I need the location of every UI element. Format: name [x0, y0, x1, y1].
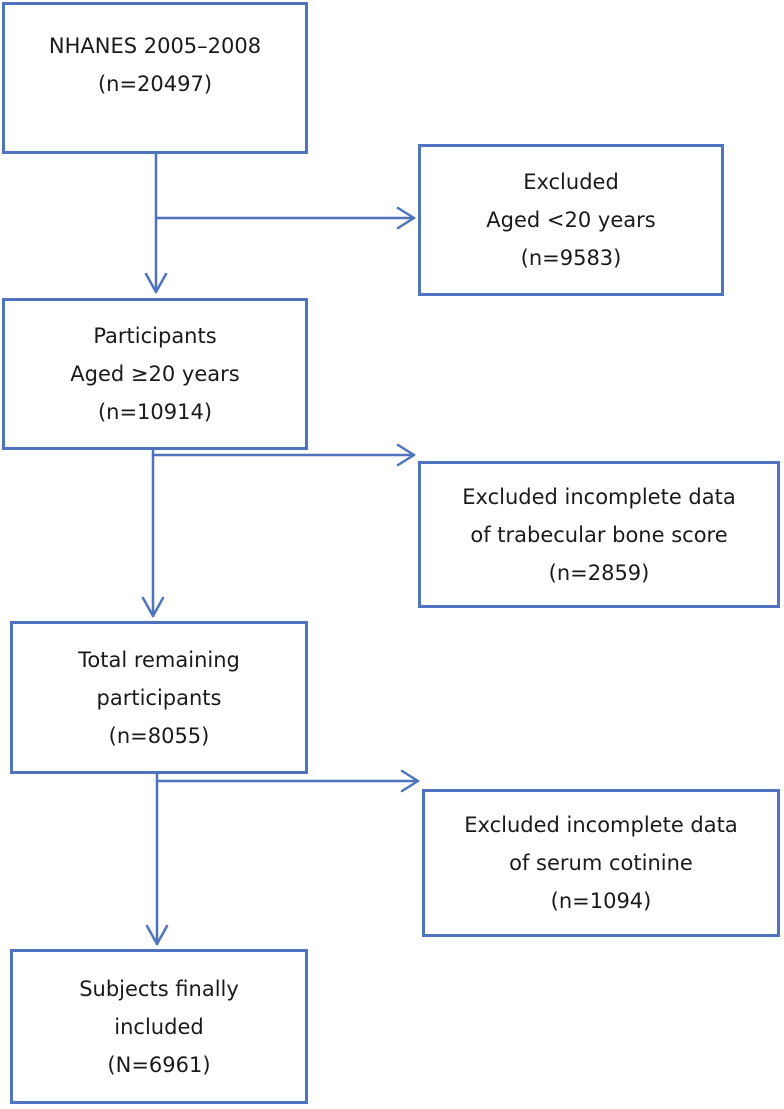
box-excluded-tbs-line-1: Excluded incomplete data: [462, 484, 736, 509]
box-participants: Participants Aged ≥20 years (n=10914): [2, 298, 308, 450]
box-participants-line-3: (n=10914): [97, 400, 213, 424]
arrowhead-down-2: [141, 596, 165, 618]
arrowhead-right-2: [396, 443, 416, 467]
box-nhanes-line-1: NHANES 2005–2008: [48, 34, 262, 58]
box-remaining-line-3: (n=8055): [108, 723, 210, 748]
box-nhanes-line-2: (n=20497): [97, 72, 213, 96]
arrowhead-down-1: [144, 272, 168, 294]
box-excluded-tbs: Excluded incomplete data of trabecular b…: [418, 461, 780, 608]
box-excluded-cotinine-line-1: Excluded incomplete data: [464, 813, 738, 837]
box-excluded-age-line-3: (n=9583): [520, 246, 622, 270]
box-final-line-3: (N=6961): [107, 1052, 211, 1077]
box-excluded-age-line-1: Excluded: [523, 170, 619, 194]
box-excluded-age: Excluded Aged <20 years (n=9583): [418, 144, 724, 296]
box-participants-line-2: Aged ≥20 years: [70, 362, 240, 386]
box-excluded-cotinine: Excluded incomplete data of serum cotini…: [422, 789, 780, 937]
box-excluded-tbs-line-2: of trabecular bone score: [470, 522, 728, 547]
box-remaining-line-2: participants: [96, 685, 222, 710]
box-excluded-cotinine-line-2: of serum cotinine: [509, 851, 693, 875]
box-excluded-age-line-2: Aged <20 years: [486, 208, 656, 232]
arrowhead-right-3: [400, 769, 420, 793]
box-final-line-2: included: [114, 1014, 204, 1039]
box-excluded-cotinine-line-3: (n=1094): [550, 889, 652, 913]
box-excluded-tbs-line-3: (n=2859): [548, 560, 650, 585]
box-participants-line-1: Participants: [93, 324, 217, 348]
arrowhead-right-1: [396, 206, 416, 230]
box-final-line-1: Subjects finally: [79, 976, 239, 1001]
box-remaining-line-1: Total remaining: [78, 647, 240, 672]
arrowhead-down-3: [145, 924, 169, 946]
box-remaining-participants: Total remaining participants (n=8055): [10, 621, 308, 774]
box-nhanes-cohort: NHANES 2005–2008 (n=20497): [2, 2, 308, 154]
box-final-subjects: Subjects finally included (N=6961): [10, 949, 308, 1104]
